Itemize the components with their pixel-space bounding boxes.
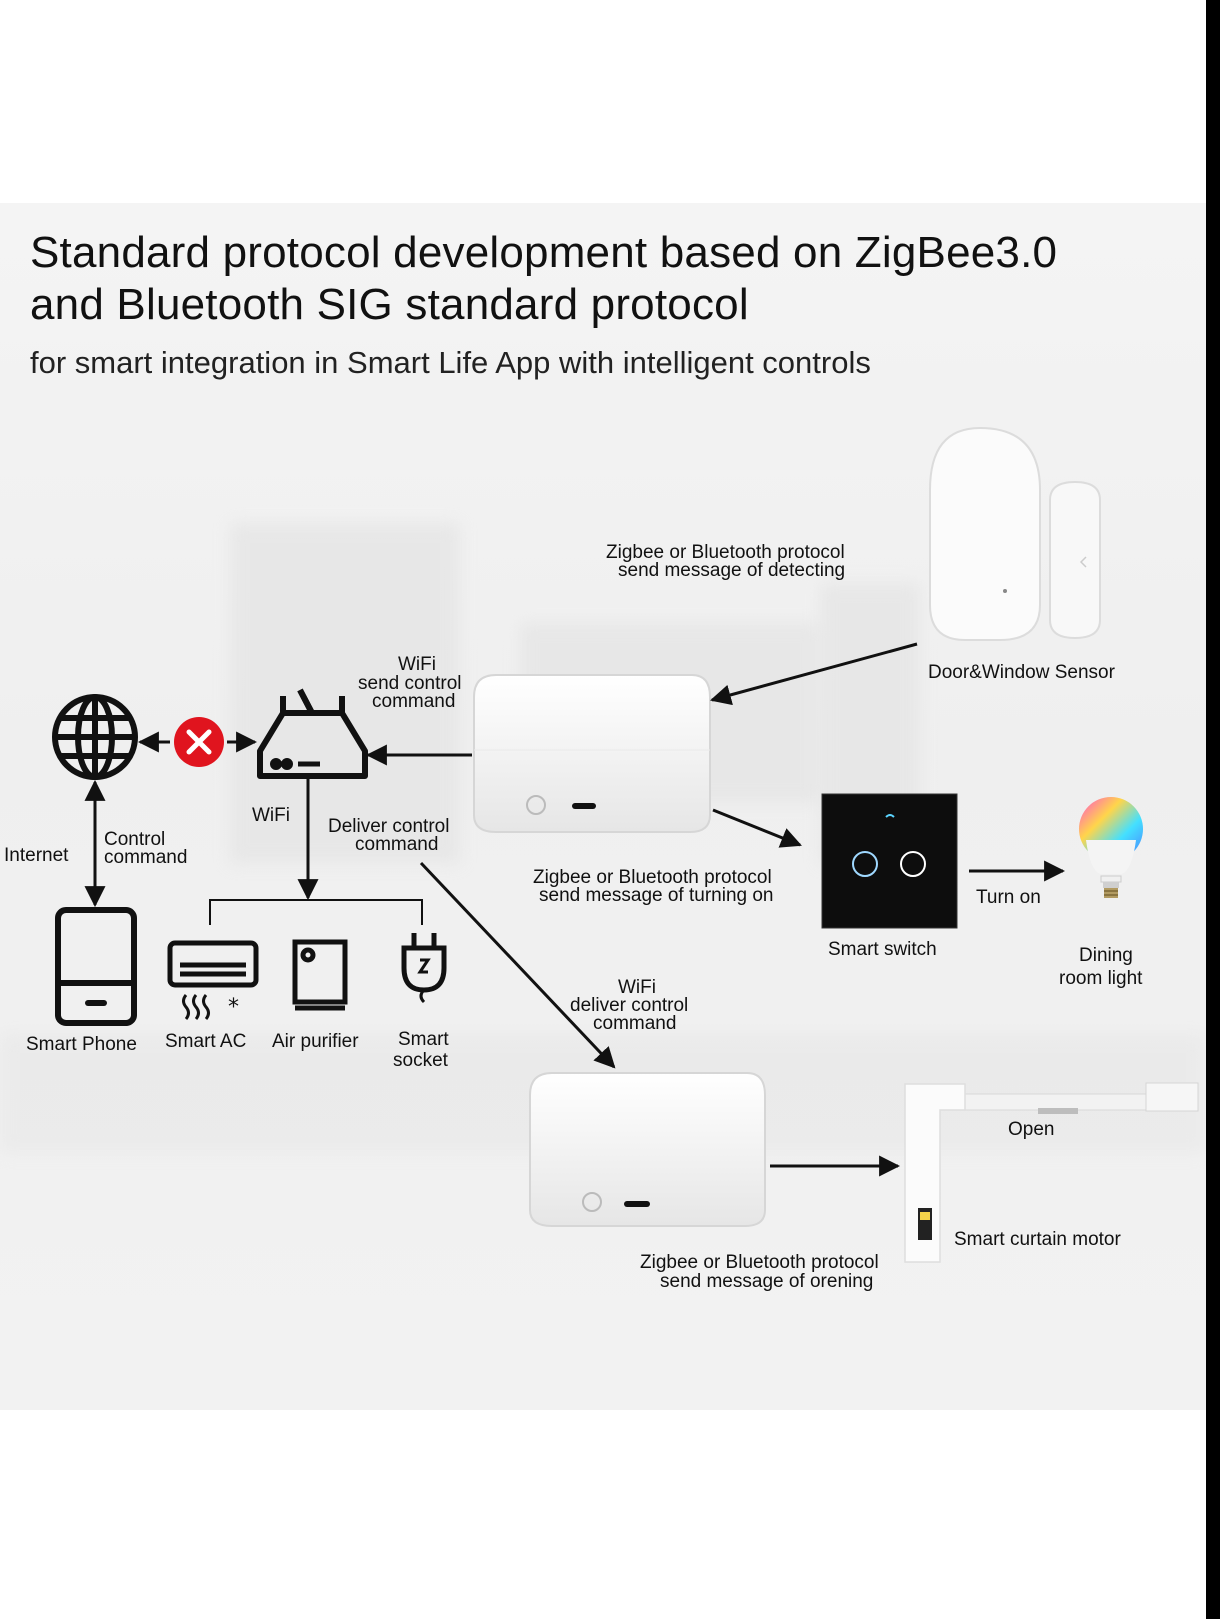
router-icon [257,688,368,779]
title-line-2: and Bluetooth SIG standard protocol [30,280,749,329]
label-deliver-2: command [355,834,439,855]
label-smart-phone: Smart Phone [26,1034,137,1055]
globe-icon [52,694,138,780]
label-door-sensor: Door&Window Sensor [928,662,1115,683]
label-zigbee-detect-1: Zigbee or Bluetooth protocol [606,542,845,563]
label-wifi-deliver-1: WiFi [618,977,656,998]
smartphone-icon [55,907,137,1026]
touch-switch [821,793,958,929]
label-open: Open [1008,1119,1055,1140]
label-internet: Internet [4,845,69,866]
label-deliver-1: Deliver control [328,816,450,837]
svg-text:*: * [228,995,239,1020]
curtain-motor [904,1082,1199,1263]
gateway-hub [529,1072,766,1227]
label-zigbee-open-2: send message of orening [660,1271,874,1292]
label-dining-1: Dining [1079,945,1133,966]
label-air-purifier: Air purifier [272,1031,359,1052]
air-conditioner-icon: * [167,940,259,1020]
label-smart-socket-1: Smart [398,1029,449,1050]
label-wifi-deliver-3: command [593,1013,677,1034]
label-turn-on: Turn on [976,887,1041,908]
light-bulb [1079,797,1143,898]
label-wifi-send-1: WiFi [398,654,436,675]
label-zigbee-open-1: Zigbee or Bluetooth protocol [640,1252,879,1273]
label-dining-2: room light [1059,968,1143,989]
label-wifi-deliver-2: deliver control [570,995,689,1016]
label-smart-socket-2: socket [393,1050,448,1071]
gateway-hub [473,674,711,833]
label-wifi-send-3: command [372,691,456,712]
label-wifi: WiFi [252,805,290,826]
label-control-2: command [104,847,188,868]
error-x-icon [174,717,224,767]
door-sensor [929,426,1101,641]
label-smart-ac: Smart AC [165,1031,247,1052]
label-zigbee-turn-1: Zigbee or Bluetooth protocol [533,867,772,888]
label-control-1: Control [104,829,166,850]
plug-icon [401,933,447,1004]
label-curtain-motor: Smart curtain motor [954,1229,1121,1250]
title-line-1: Standard protocol development based on Z… [30,228,1058,277]
card-top [0,0,1206,120]
label-zigbee-turn-2: send message of turning on [539,885,774,906]
label-smart-switch: Smart switch [828,939,937,960]
label-zigbee-detect-2: send message of detecting [618,560,846,581]
air-purifier-icon [292,939,348,1011]
label-wifi-send-2: send control [358,673,462,694]
subtitle: for smart integration in Smart Life App … [30,345,871,380]
